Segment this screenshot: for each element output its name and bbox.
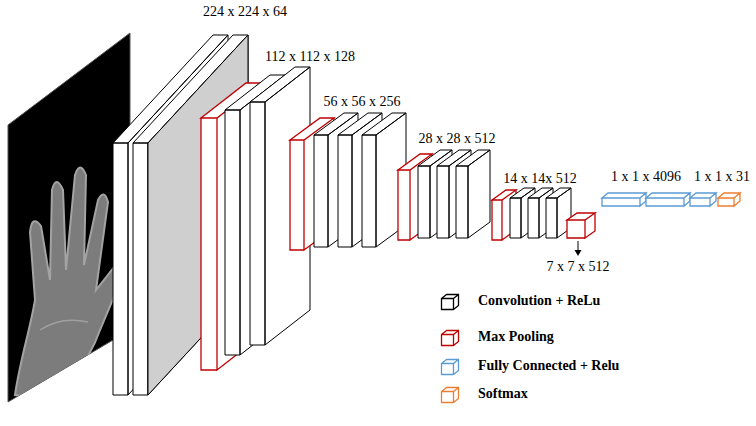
leader-line [578, 241, 579, 251]
fc-layer [602, 193, 646, 206]
legend-swatch [440, 293, 460, 311]
dimension-label: 112 x 112 x 128 [265, 48, 355, 65]
input-image-panel [8, 33, 130, 402]
hand-image [15, 168, 125, 401]
fc-layer [690, 193, 716, 206]
legend-cube [442, 295, 459, 310]
fc-layer [646, 193, 690, 206]
dimension-label: 1 x 1 x 31 [694, 168, 750, 185]
dimension-label: 56 x 56 x 256 [324, 93, 401, 110]
dimension-label: 224 x 224 x 64 [203, 3, 287, 20]
dimension-label: 28 x 28 x 512 [419, 130, 496, 147]
dimension-label: 14 x 14x 512 [503, 170, 577, 187]
legend-cube [442, 360, 459, 375]
legend-cube [442, 331, 459, 346]
pool-layer [567, 213, 595, 238]
legend-text: Max Pooling [478, 328, 554, 345]
legend-cube [442, 388, 459, 403]
softmax-layer [718, 193, 740, 206]
legend-text: Fully Connected + Relu [478, 357, 619, 374]
legend-text: Softmax [478, 385, 528, 402]
leader-arrowhead [575, 250, 582, 256]
dimension-label: 1 x 1 x 4096 [611, 168, 681, 185]
legend-text: Convolution + ReLu [478, 292, 600, 309]
legend-swatch [440, 386, 460, 404]
conv-layer [456, 150, 490, 238]
legend-swatch [440, 358, 460, 376]
legend-swatch [440, 329, 460, 347]
dimension-label: 7 x 7 x 512 [547, 258, 610, 275]
